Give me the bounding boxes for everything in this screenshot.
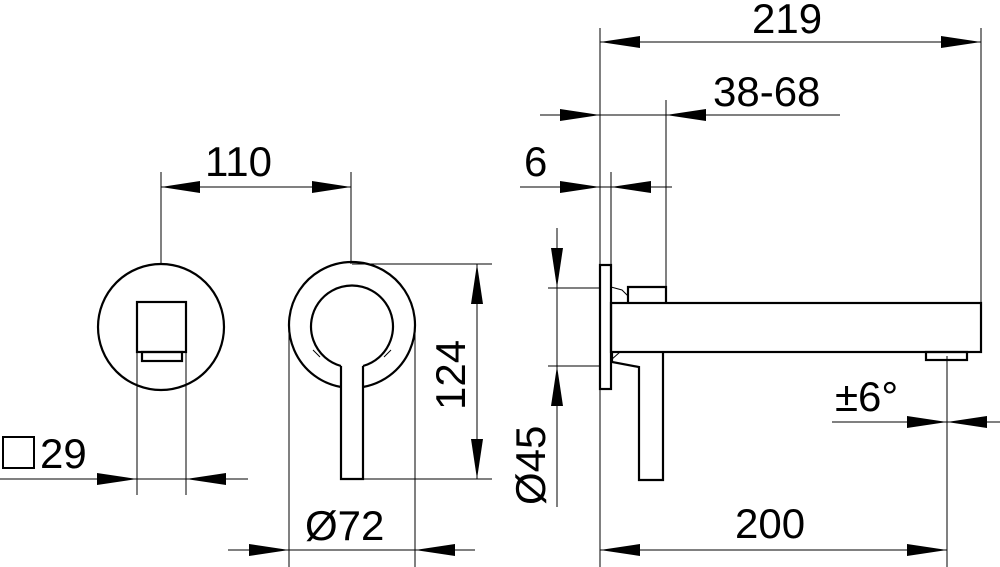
dimension-38-68: 38-68 (540, 68, 840, 287)
dimension-6: 6 (520, 138, 672, 265)
dimension-square-29: 29 (0, 352, 248, 495)
dimension-label: 219 (752, 0, 822, 42)
mixer-front-view (287, 260, 417, 481)
side-lever (610, 352, 665, 482)
mixer-rosette (287, 260, 417, 389)
dimension-diameter-45: Ø45 (507, 228, 600, 507)
dimension-219: 219 (599, 0, 982, 567)
dimension-200: 200 (600, 356, 948, 567)
square-symbol-icon (2, 436, 35, 469)
dimension-label: Ø45 (507, 426, 554, 505)
dimension-label: 200 (735, 500, 805, 547)
spout-side-view (598, 263, 983, 482)
dimension-label: 124 (427, 340, 474, 410)
dimension-label: 29 (40, 430, 87, 477)
wall-plate (598, 263, 613, 391)
dimension-label: 6 (524, 138, 547, 185)
dimension-label: ±6° (835, 373, 898, 420)
body-top (626, 285, 668, 303)
dimension-124: 124 (352, 263, 492, 480)
dimension-label: 38-68 (713, 68, 820, 115)
diverter-rosette (96, 262, 226, 392)
dimension-label: Ø72 (305, 502, 384, 549)
diverter-knob-base (140, 350, 184, 363)
diverter-knob (135, 300, 188, 354)
dimension-swivel-angle: ±6° (832, 373, 1000, 428)
dimension-label: 110 (205, 138, 272, 185)
mixer-lever-ring (309, 284, 395, 368)
dimension-diameter-72: Ø72 (228, 330, 475, 567)
mixer-lever (339, 366, 365, 481)
diverter-front-view (96, 262, 226, 392)
spout (609, 301, 983, 354)
dimension-110: 110 (160, 138, 352, 264)
